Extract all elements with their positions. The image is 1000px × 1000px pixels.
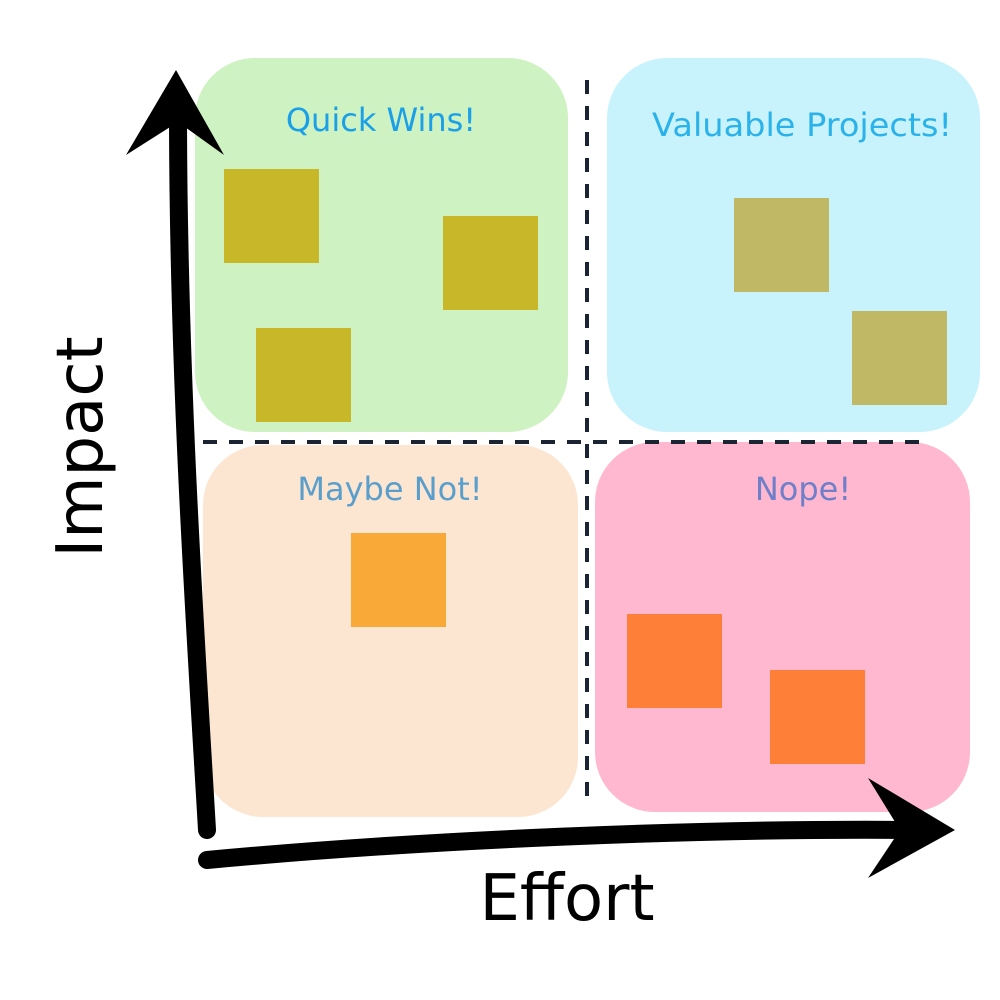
y-axis-line — [169, 101, 216, 839]
quadrant-nope — [595, 442, 970, 812]
sticky-note — [351, 533, 446, 627]
quick-wins-title: Quick Wins! — [286, 101, 476, 139]
maybe-not-title: Maybe Not! — [297, 470, 482, 508]
x-axis-line — [198, 820, 924, 869]
x-axis — [198, 778, 955, 878]
y-axis — [126, 70, 224, 839]
y-axis-label: Impact — [44, 336, 118, 557]
quadrant-maybe-not — [203, 445, 578, 817]
sticky-note — [770, 670, 865, 764]
y-axis-arrowhead — [126, 70, 224, 155]
x-axis-arrowhead — [868, 778, 955, 878]
sticky-note — [627, 614, 722, 708]
sticky-note — [256, 328, 351, 422]
valuable-projects-title: Valuable Projects! — [652, 106, 952, 144]
x-axis-label: Effort — [479, 862, 654, 936]
sticky-note — [443, 216, 538, 310]
sticky-note — [734, 198, 829, 292]
nope-title: Nope! — [755, 470, 851, 508]
sticky-note — [852, 311, 947, 405]
sticky-note — [224, 169, 319, 263]
